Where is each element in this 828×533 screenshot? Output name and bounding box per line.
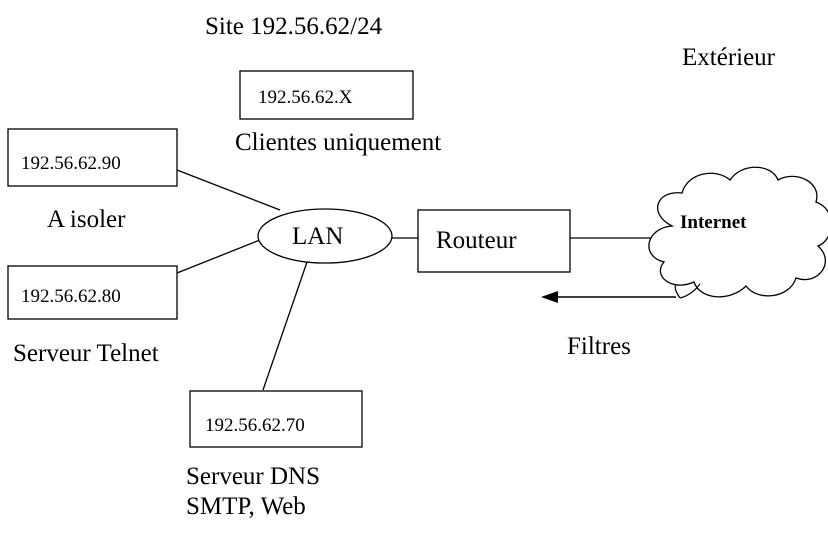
host-80-box bbox=[7, 265, 178, 320]
lan-ellipse bbox=[257, 208, 393, 264]
outside-label: Extérieur bbox=[682, 44, 776, 71]
host-80-address: 192.56.62.80 bbox=[21, 286, 121, 307]
generic-host-box bbox=[239, 70, 414, 120]
site-title: Site 192.56.62/24 bbox=[205, 13, 383, 40]
host-90-caption: A isoler bbox=[47, 206, 126, 233]
router-box bbox=[417, 209, 571, 273]
link-host90-lan bbox=[176, 169, 281, 211]
internet-cloud-tail bbox=[674, 283, 701, 299]
host-70-caption-line1: Serveur DNS bbox=[186, 463, 321, 490]
filters-label: Filtres bbox=[567, 333, 631, 360]
lan-label: LAN bbox=[292, 223, 344, 250]
generic-host-caption: Clientes uniquement bbox=[235, 129, 442, 156]
internet-label: Internet bbox=[680, 212, 747, 233]
generic-host-address: 192.56.62.X bbox=[258, 87, 353, 108]
filter-arrow-head bbox=[541, 291, 558, 303]
host-90-address: 192.56.62.90 bbox=[21, 153, 121, 174]
host-70-caption-line2: SMTP, Web bbox=[186, 493, 306, 520]
router-label: Routeur bbox=[436, 227, 517, 254]
link-lan-host70 bbox=[262, 261, 308, 391]
host-80-caption: Serveur Telnet bbox=[13, 340, 159, 367]
host-70-box bbox=[189, 390, 363, 448]
host-90-box bbox=[7, 128, 178, 187]
host-70-address: 192.56.62.70 bbox=[205, 415, 305, 436]
